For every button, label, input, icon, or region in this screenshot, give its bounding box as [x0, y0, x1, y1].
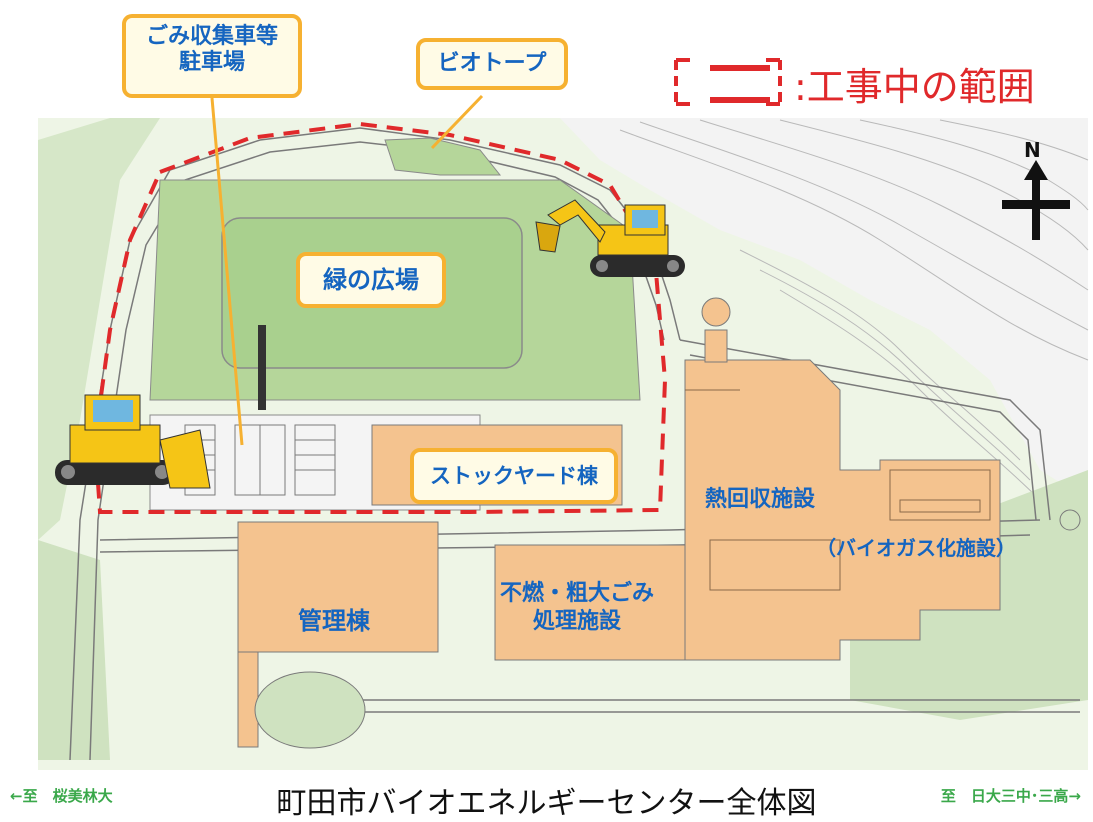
right-destination: 至 日大三中･三高→	[940, 787, 1081, 805]
green-plaza-callout: 緑の広場	[296, 252, 446, 308]
contour-lines	[619, 119, 1089, 501]
biotope-callout: ビオトープ	[416, 38, 568, 90]
legend: :工事中の範囲	[672, 52, 1082, 109]
chimney-base	[704, 329, 728, 363]
thermal-building	[684, 359, 1001, 661]
biotope-callout-label: ビオトープ	[437, 51, 547, 76]
legend-label: :工事中の範囲	[794, 65, 1035, 109]
thermal-building-label: 熱回収施設	[705, 487, 816, 512]
parking-callout-line2: 駐車場	[178, 50, 245, 76]
parking-callout: ごみ収集車等 駐車場	[122, 14, 302, 98]
left-destination: ←至 桜美林大	[10, 787, 113, 805]
biotope-area	[384, 137, 502, 176]
stock-yard-callout: ストックヤード棟	[410, 448, 618, 504]
building-outlines	[685, 389, 991, 591]
chimney	[701, 297, 731, 327]
green-plaza-label: 緑の広場	[323, 266, 419, 294]
compass-icon	[1002, 160, 1070, 240]
biogas-label: （バイオガス化施設）	[816, 536, 1016, 560]
construction-boundary	[92, 121, 668, 514]
noncombustible-label-line1: 不燃・粗大ごみ	[500, 581, 655, 606]
forest-west	[38, 118, 160, 540]
legend-swatch	[674, 58, 782, 106]
compass-north-label: N	[1024, 138, 1041, 162]
roundabout	[254, 671, 366, 749]
noncombustible-label-line2: 処理施設	[533, 608, 622, 634]
biotope-leader	[430, 94, 484, 150]
map-title: 町田市バイオエネルギーセンター全体図	[276, 786, 817, 821]
parking-callout-line1: ごみ収集車等	[145, 24, 278, 49]
turn-circle	[1059, 509, 1081, 531]
stock-yard-label: ストックヤード棟	[430, 464, 598, 488]
excavator-icon	[535, 199, 685, 277]
parking-gate-bar	[258, 325, 266, 410]
noncombustible-label: 不燃・粗大ごみ 処理施設	[500, 580, 654, 635]
admin-building-label: 管理棟	[298, 607, 370, 635]
parking-leader	[210, 97, 244, 446]
admin-building	[237, 521, 439, 653]
admin-annex	[237, 651, 259, 748]
bulldozer-icon	[55, 394, 211, 489]
